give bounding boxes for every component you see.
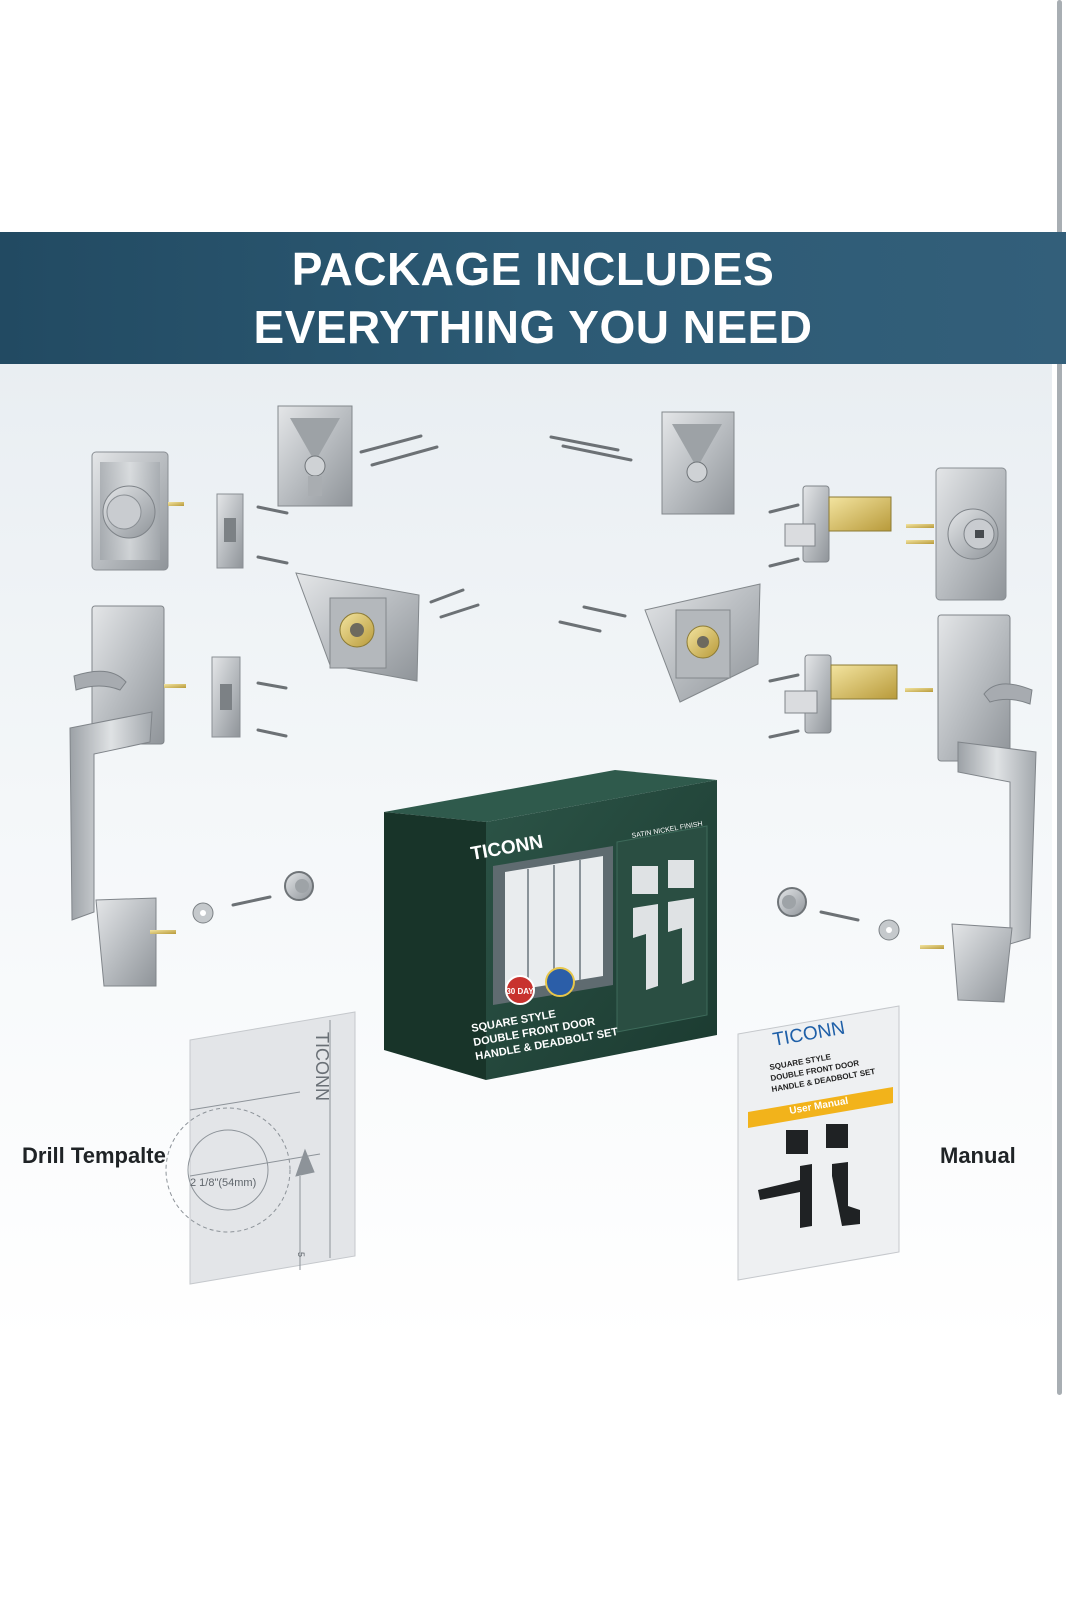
right-deadbolt-latch [784,485,892,563]
banner-title-line-2: EVERYTHING YOU NEED [253,301,813,353]
left-strike-plate-2 [211,656,241,738]
right-handleset [905,614,1037,1003]
left-washers [192,871,314,924]
box-badge-days: 30 DAY [506,987,534,996]
template-page-mark: 5 [296,1252,306,1257]
scrollbar[interactable] [1057,0,1062,1395]
product-stage: 30 DAY TICONN SATIN NICKEL FINISH SQUARE… [0,364,1052,1344]
product-box: 30 DAY TICONN SATIN NICKEL FINISH SQUARE… [384,770,717,1080]
left-deadbolt [91,451,184,571]
right-washers [777,887,900,941]
manual-label: Manual [940,1143,1016,1168]
drill-template: TICONN 2 1/8"(54mm) 5 [165,1011,356,1285]
product-illustration: 30 DAY TICONN SATIN NICKEL FINISH SQUARE… [69,405,1037,1285]
user-manual: TICONN SQUARE STYLE DOUBLE FRONT DOOR HA… [737,1005,900,1281]
right-deadbolt [906,467,1007,601]
template-brand: TICONN [312,1032,332,1101]
header-banner: PACKAGE INCLUDES EVERYTHING YOU NEED [0,232,1066,364]
template-measure: 2 1/8"(54mm) [190,1177,256,1189]
left-handleset [69,605,186,987]
right-handle-latch [784,654,898,734]
left-strike-plate-1 [216,493,244,569]
right-inside-handle-plate [644,583,761,703]
left-inside-handle-plate [295,572,420,682]
left-inside-deadbolt-plate [277,405,353,507]
right-inside-deadbolt-plate [661,411,735,515]
banner-title-line-1: PACKAGE INCLUDES [291,243,775,295]
drill-template-label: Drill Tempalte [22,1143,166,1168]
right-screws [549,435,860,922]
left-screws-1 [231,434,480,907]
